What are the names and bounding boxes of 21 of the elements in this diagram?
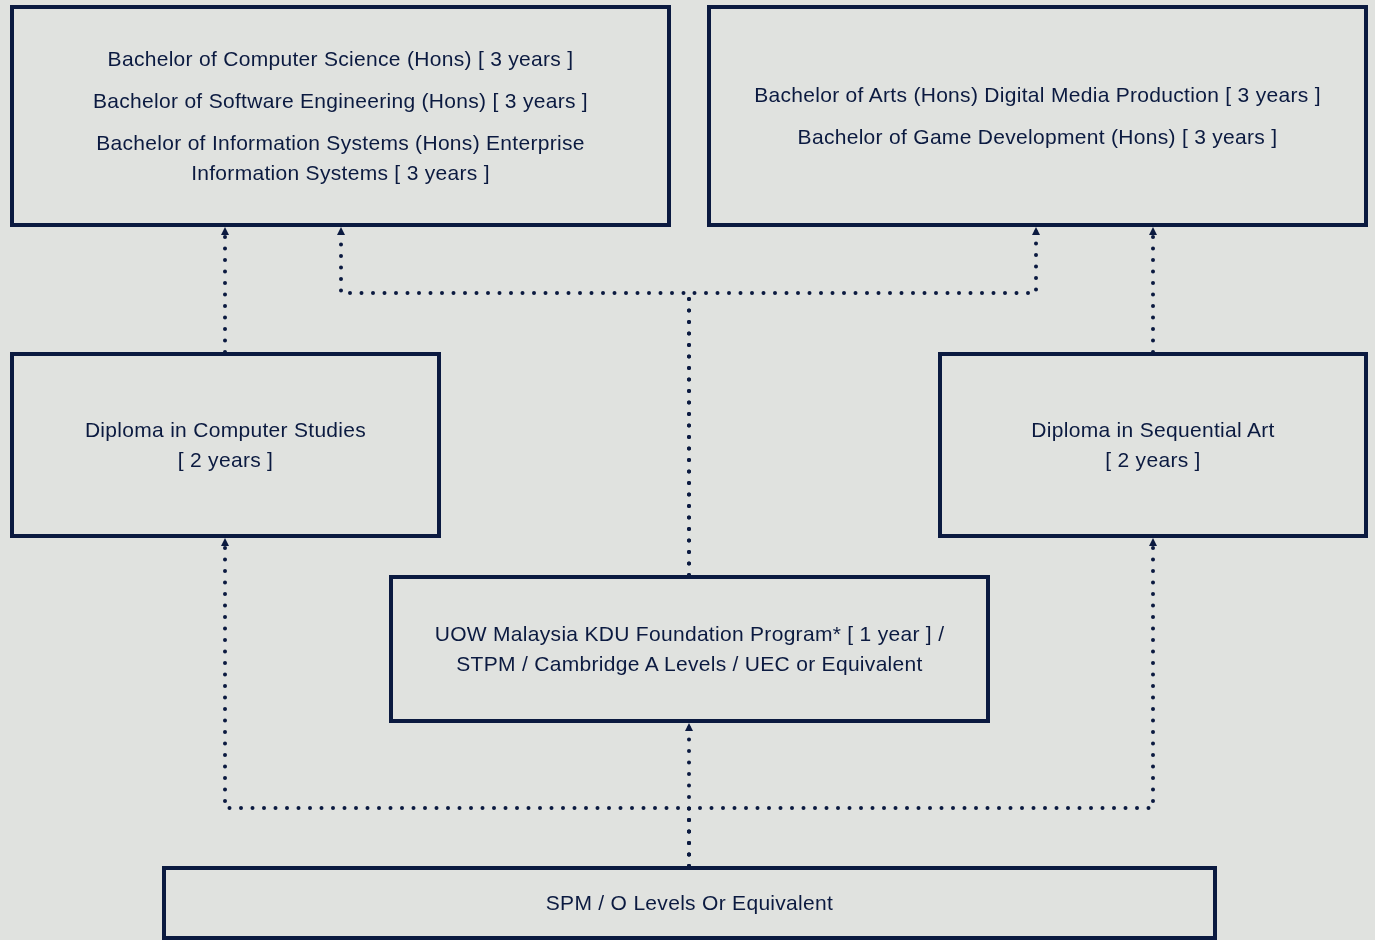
dotted-arrow bbox=[687, 225, 1040, 577]
program-name: Bachelor of Computer Science (Hons) [ 3 years ] bbox=[107, 46, 574, 72]
program-detail: Bachelor of Software Engineering (Hons) [ 3 years ] bbox=[92, 88, 588, 114]
program-detail: Bachelor of Game Development (Hons) [ 3 years ] bbox=[797, 124, 1278, 150]
program-detail: Bachelor of Information Systems (Hons) Enterprise Information Systems [ 3 years ] bbox=[95, 130, 586, 186]
program-name: UOW Malaysia KDU Foundation Program* [ 1 year ] / STPM / Cambridge A Levels / UEC or Equivalent bbox=[433, 621, 946, 677]
program-name: Diploma in Sequential Art bbox=[1031, 417, 1275, 443]
dotted-arrow bbox=[1149, 225, 1157, 354]
program-box bbox=[162, 866, 1217, 940]
program-box bbox=[707, 5, 1368, 227]
dotted-arrow bbox=[221, 225, 229, 354]
program-detail: [ 2 years ] bbox=[1105, 447, 1201, 473]
dotted-arrow bbox=[687, 536, 1157, 868]
program-box bbox=[389, 575, 990, 723]
program-detail: [ 2 years ] bbox=[177, 447, 274, 473]
program-box bbox=[10, 352, 441, 538]
program-name: SPM / O Levels Or Equivalent bbox=[545, 890, 834, 916]
program-name: Bachelor of Arts (Hons) Digital Media Production [ 3 years ] bbox=[754, 82, 1321, 108]
program-name: Diploma in Computer Studies bbox=[84, 417, 367, 443]
program-box bbox=[938, 352, 1368, 538]
program-box bbox=[10, 5, 671, 227]
